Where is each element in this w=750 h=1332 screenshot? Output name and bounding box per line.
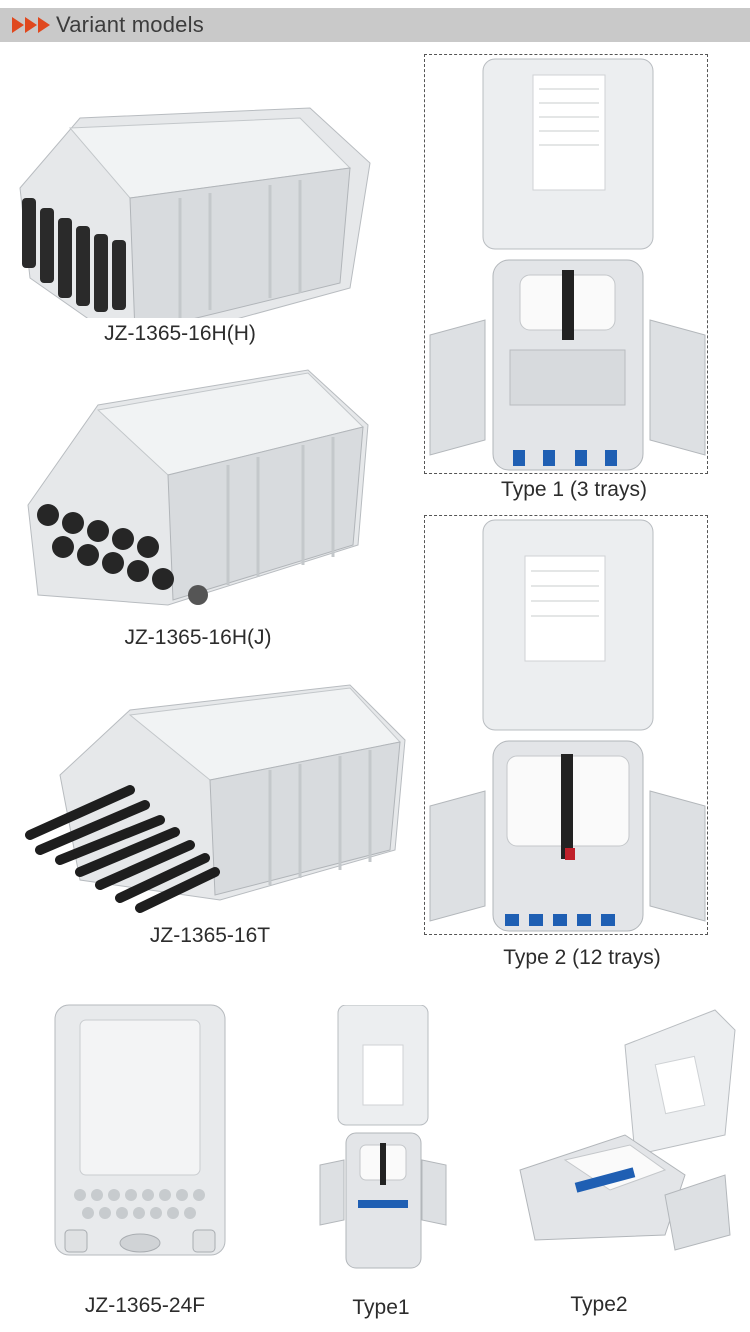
model-caption: JZ-1365-16T	[149, 924, 271, 947]
product-photo-type2-small	[515, 1005, 740, 1255]
section-header: Variant models	[0, 8, 750, 42]
bottom-caption: Type2	[570, 1293, 628, 1316]
product-photo-16hh	[10, 48, 375, 349]
section-title: Variant models	[56, 12, 204, 37]
product-photo-type1-small	[318, 1004, 448, 1275]
type1-frame	[424, 54, 708, 474]
product-photo-24f	[35, 995, 245, 1265]
product-photo-type2-open	[429, 519, 706, 932]
model-caption: JZ-1365-16H(H)	[104, 322, 256, 345]
triple-arrow-icon	[12, 17, 52, 38]
bottom-caption: Type1	[352, 1296, 410, 1319]
product-photo-type1-open	[429, 58, 706, 471]
type-caption: Type 2 (12 trays)	[503, 946, 661, 969]
model-caption: JZ-1365-16H(J)	[124, 626, 272, 649]
type2-frame	[424, 515, 708, 935]
product-photo-16t	[20, 680, 410, 920]
product-photo-16hj	[18, 355, 378, 625]
type-caption: Type 1 (3 trays)	[501, 478, 647, 501]
model-caption: JZ-1365-24F	[84, 1294, 206, 1317]
